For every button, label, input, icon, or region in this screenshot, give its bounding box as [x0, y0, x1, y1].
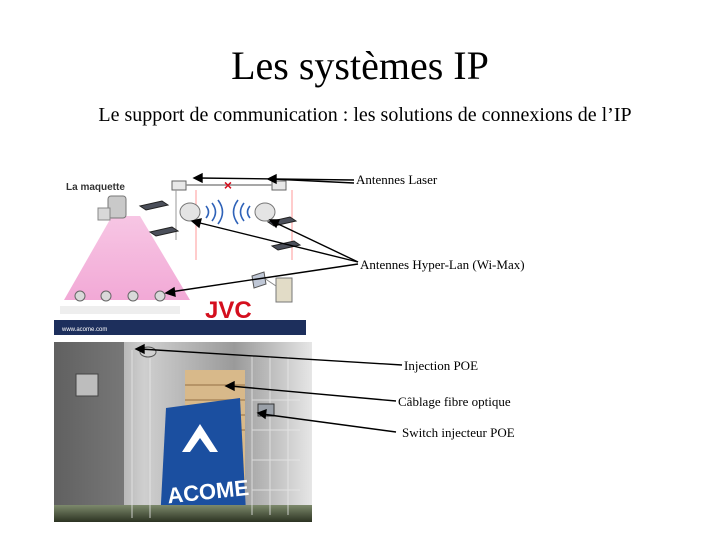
footer-url: www.acome.com [61, 327, 107, 333]
callout-arrows [134, 172, 403, 433]
label-antennes-laser: Antennes Laser [356, 172, 438, 187]
camera-row [60, 290, 180, 314]
jvc-logo: JVC [205, 297, 252, 324]
schematic-footer-bar [54, 320, 306, 335]
label-injection-poe: Injection POE [404, 358, 479, 373]
hyperlan-antenna-right [254, 202, 276, 222]
laser-antenna-left [171, 180, 187, 191]
installation-photo: ACOME [54, 342, 312, 522]
server-icon [275, 277, 293, 303]
coverage-cone [64, 216, 190, 300]
label-antennes-hyperlan: Antennes Hyper-Lan (Wi-Max) [360, 257, 525, 272]
hyperlan-antenna-left [179, 202, 201, 222]
ceiling-access-point [107, 195, 127, 219]
wireless-waves-icon [205, 199, 251, 225]
slide-subtitle: Le support de communication : les soluti… [98, 104, 632, 126]
acome-banner [160, 398, 246, 522]
wall-device-left [75, 373, 99, 397]
laptop-icon [251, 271, 267, 289]
schematic-heading: La maquette [66, 182, 125, 193]
slide-title: Les systèmes IP [231, 43, 489, 88]
switch-right-lower [270, 240, 302, 251]
switch-left-lower [148, 226, 180, 237]
switch-left [138, 200, 170, 211]
wire-mesh-panel [131, 350, 300, 518]
blocked-link-icon: × [224, 177, 232, 193]
label-cablage-fibre: Câblage fibre optique [398, 394, 511, 409]
schematic-panel: La maquette × [54, 170, 306, 335]
label-switch-injecteur: Switch injecteur POE [402, 425, 515, 440]
